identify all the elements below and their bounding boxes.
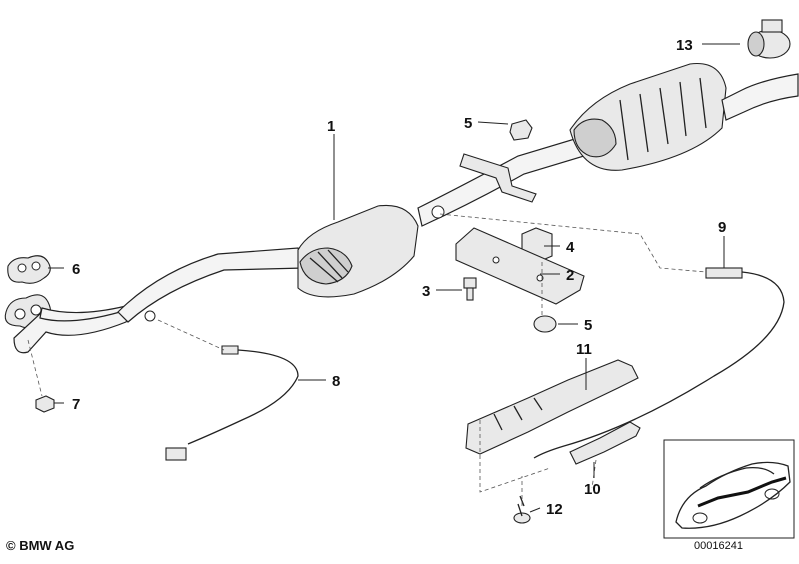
manifold-flange-upper <box>7 255 51 284</box>
reference-lines <box>27 213 707 506</box>
pipe-hanger-bracket <box>459 153 537 203</box>
callout-7: 7 <box>72 396 80 413</box>
inset-wheel-front <box>692 512 708 524</box>
inset-car-roofline <box>699 466 775 489</box>
copyright-label: © BMW AG <box>6 538 75 553</box>
callout-labels: 1 2 3 4 5 5 6 7 8 9 10 11 12 13 <box>72 37 726 518</box>
callout-5-lower: 5 <box>584 317 592 334</box>
converter-rear-end-cap <box>573 118 617 158</box>
callout-13: 13 <box>676 37 693 54</box>
outlet-pipe <box>721 73 799 121</box>
callout-5-upper: 5 <box>464 115 472 132</box>
callout-8: 8 <box>332 373 340 390</box>
inset-exhaust-highlight <box>697 476 787 508</box>
drawing-number: 00016241 <box>694 540 743 552</box>
inset-wheel-rear <box>764 488 780 500</box>
converter-rear-ribs <box>619 77 707 161</box>
self-tapping-screw <box>513 495 531 524</box>
hex-bolt <box>463 277 477 301</box>
nut-lower <box>533 315 557 333</box>
oxygen-sensor-rear <box>533 267 785 459</box>
mounting-bracket-plate <box>455 227 585 305</box>
callout-2: 2 <box>566 267 574 284</box>
inset-car-outline <box>675 461 791 529</box>
oxygen-sensor-front <box>165 345 299 461</box>
front-pipe-with-catalytic-converter <box>4 62 799 354</box>
cable-guide-bracket <box>465 359 639 455</box>
oxygen-sensor-front-connector <box>165 447 187 461</box>
nut-upper <box>509 119 533 141</box>
callout-12: 12 <box>546 501 563 518</box>
callout-4: 4 <box>566 239 575 256</box>
callout-9: 9 <box>718 219 726 236</box>
vehicle-location-inset <box>663 439 795 539</box>
hex-nut-flange <box>35 395 55 413</box>
callout-6: 6 <box>72 261 80 278</box>
callout-1: 1 <box>327 118 335 135</box>
callout-11: 11 <box>576 341 592 358</box>
callout-10: 10 <box>584 481 601 498</box>
converter-front-ribs <box>309 249 349 283</box>
callout-3: 3 <box>422 283 430 300</box>
exhaust-clamp <box>747 19 791 59</box>
front-pipe <box>117 247 305 323</box>
leader-lines <box>48 43 740 513</box>
cable-holder <box>569 421 641 465</box>
